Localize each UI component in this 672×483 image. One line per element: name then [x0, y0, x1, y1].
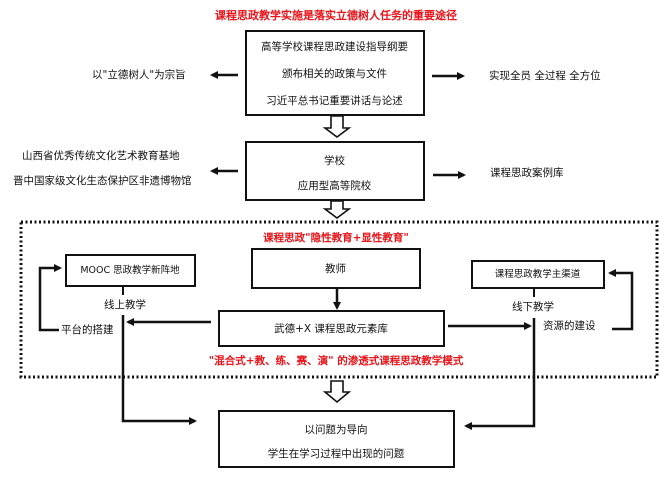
policy-box: 高等学校课程思政建设指导纲要 颁布相关的政策与文件 习近平总书记重要讲话与论述	[245, 30, 425, 116]
resource-loop-arrow	[608, 269, 634, 331]
culture-base-note: 山西省优秀传统文化艺术教育基地	[22, 150, 180, 162]
hollow-arrow-down-1	[322, 115, 352, 138]
platform-building-label: 平台的搭建	[61, 324, 114, 336]
problem-oriented-label: 以问题为导向	[304, 424, 368, 436]
moral-education-aim: 以"立德树人"为宗旨	[92, 69, 186, 81]
school-box: 学校 应用型高等院校	[245, 141, 425, 201]
case-library-note: 课程思政案例库	[490, 167, 564, 179]
frame-subtitle: 课程思政"隐性教育+显性教育"	[263, 232, 409, 244]
policy-line-1: 高等学校课程思政建设指导纲要	[261, 41, 408, 53]
teacher-label: 教师	[325, 263, 346, 275]
online-to-bottom-line	[121, 315, 197, 425]
school-line-1: 学校	[324, 155, 345, 167]
element-library-box: 武德+X 课程思政元素库	[218, 310, 445, 347]
policy-line-3: 习近平总书记重要讲话与论述	[266, 95, 403, 107]
student-problems-label: 学生在学习过程中出现的问题	[267, 448, 405, 460]
platform-loop-arrow	[38, 264, 62, 332]
teaching-mode-caption: "混合式+教、练、赛、演" 的渗透式课程思政教学模式	[208, 355, 464, 367]
full-coverage-goal: 实现全员 全过程 全方位	[489, 70, 601, 82]
main-channel-box: 课程思政教学主渠道	[471, 260, 605, 289]
mooc-label: MOOC 思政教学新阵地	[80, 265, 180, 276]
policy-line-2: 颁布相关的政策与文件	[282, 68, 387, 80]
offline-to-bottom-line	[464, 318, 536, 430]
teacher-box: 教师	[251, 248, 421, 289]
heritage-museum-note: 晋中国家级文化生态保护区非遗博物馆	[13, 175, 192, 187]
online-teaching-label: 线上教学	[104, 299, 146, 311]
offline-teaching-label: 线下教学	[512, 301, 554, 313]
mooc-box: MOOC 思政教学新阵地	[65, 254, 196, 287]
diagram-title: 课程思政教学实施是落实立德树人任务的重要途径	[215, 9, 457, 22]
element-library-label: 武德+X 课程思政元素库	[274, 323, 388, 335]
problem-oriented-box: 以问题为导向 学生在学习过程中出现的问题	[218, 410, 455, 468]
school-line-2: 应用型高等院校	[297, 180, 372, 192]
dotted-frame	[19, 220, 659, 379]
resource-building-label: 资源的建设	[543, 320, 596, 332]
hollow-arrow-down-2	[322, 200, 352, 219]
main-channel-label: 课程思政教学主渠道	[494, 269, 581, 280]
hollow-arrow-down-3	[322, 380, 352, 404]
